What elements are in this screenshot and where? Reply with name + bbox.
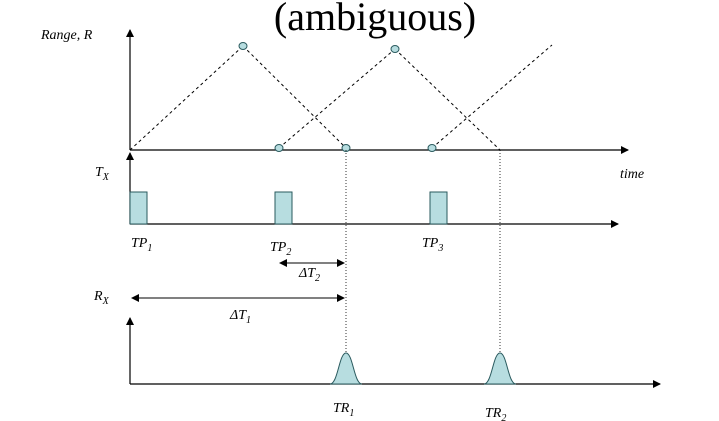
range-echo-paths bbox=[129, 44, 553, 151]
pulse-label-1: TP1 bbox=[131, 236, 152, 254]
range-markers bbox=[238, 42, 437, 152]
range-path-2-back bbox=[394, 48, 501, 151]
time-label: time bbox=[620, 167, 644, 182]
rx-pulse-2 bbox=[483, 352, 517, 385]
delta-t1-label: ΔT1 bbox=[229, 308, 251, 326]
rx-label: RX bbox=[93, 289, 110, 307]
return-label-1: TR1 bbox=[333, 401, 354, 419]
launch-marker-2 bbox=[274, 144, 284, 152]
tx-pulses bbox=[129, 191, 448, 225]
pulse-label-3: TP3 bbox=[422, 236, 443, 254]
launch-marker-3 bbox=[427, 144, 437, 152]
diagram-title: (ambiguous) bbox=[274, 0, 476, 39]
rx-pulses bbox=[329, 352, 517, 385]
range-path-3-out bbox=[431, 44, 553, 149]
tx-pulse-3 bbox=[429, 191, 448, 225]
pulse-label-2: TP2 bbox=[270, 240, 291, 258]
range-path-1-out bbox=[129, 45, 244, 151]
tx-label: TX bbox=[95, 165, 110, 183]
peak-marker-2 bbox=[390, 45, 400, 53]
range-path-2-out bbox=[278, 48, 396, 149]
return-guides bbox=[345, 150, 501, 365]
range-path-1-back bbox=[242, 45, 347, 149]
peak-marker-1 bbox=[238, 42, 248, 50]
range-axis-label: Range, R bbox=[40, 28, 93, 43]
rx-pulse-1 bbox=[329, 352, 363, 385]
return-label-2: TR2 bbox=[485, 406, 506, 421]
tx-pulse-2 bbox=[274, 191, 293, 225]
delta-t2-label: ΔT2 bbox=[298, 266, 320, 284]
tx-pulse-1 bbox=[129, 191, 148, 225]
return-marker-1 bbox=[341, 144, 351, 152]
